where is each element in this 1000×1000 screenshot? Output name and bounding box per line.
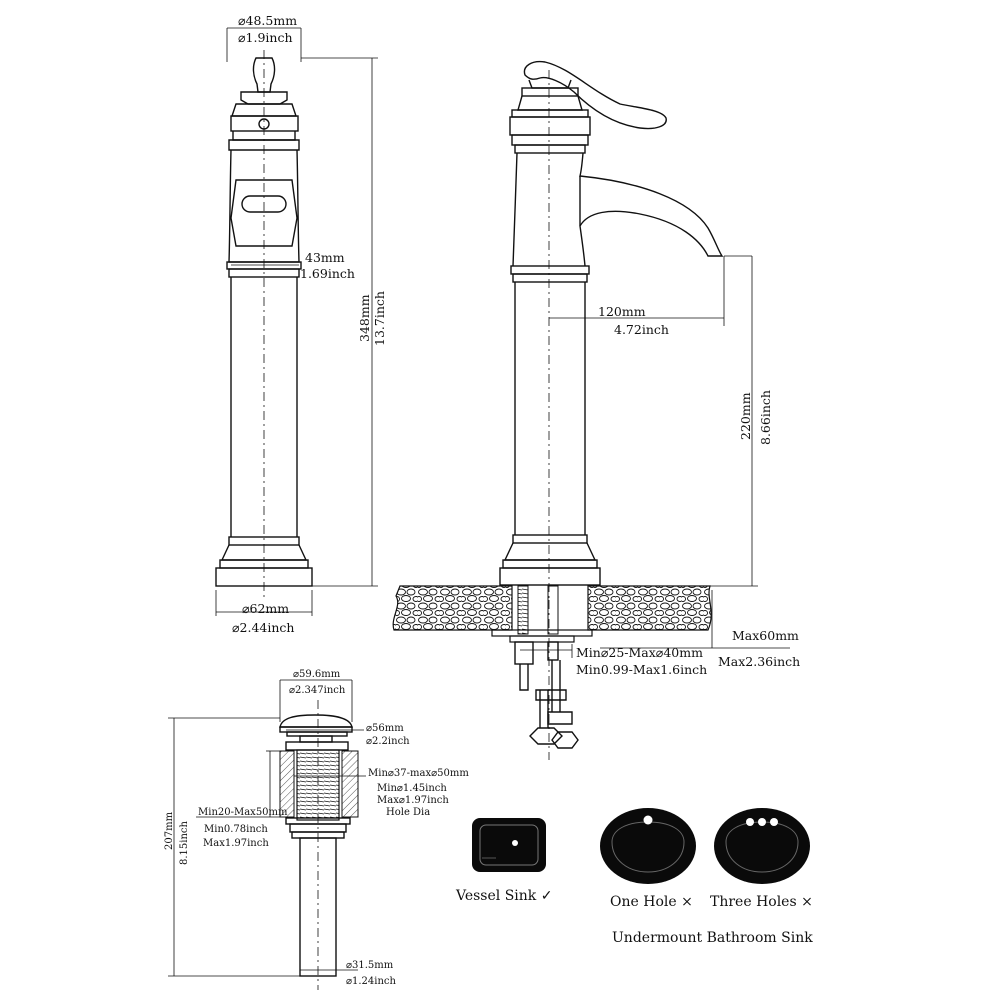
drain-height-dim: 207mm 8.15inch [164,717,300,977]
drain-cap-dim: ⌀59.6mm ⌀2.347inch [279,669,353,722]
spout-height-mm-label: 220mm [738,392,753,440]
deck-max-in-label: Max2.36inch [718,654,800,669]
base-dia-mm-label: ⌀62mm [242,601,289,616]
neck-in-label: 1.69inch [300,266,355,281]
spout-height-in-label: 8.66inch [758,390,773,445]
undermount-label: Undermount Bathroom Sink [612,930,813,946]
base-dia-in-label: ⌀2.44inch [232,620,294,635]
faucet-side-view [499,60,724,600]
side-deck-thickness-dim: Max60mm Max2.36inch [600,590,800,669]
drain-height-mm-label: 207mm [164,811,175,850]
reach-in-label: 4.72inch [614,322,669,337]
neck-mm-label: 43mm [305,250,345,265]
cap-dia-mm-label: ⌀59.6mm [293,669,341,680]
front-top-diameter-dim: ⌀48.5mm ⌀1.9inch [226,13,302,62]
flange-dia-mm-label: ⌀56mm [366,723,404,734]
height-in-label: 13.7inch [372,291,387,346]
hole-max-in-label: Max⌀1.97inch [377,795,449,806]
thickness-min-in-label: Min0.78inch [204,824,268,835]
thickness-mm-label: Min20-Max50mm [198,807,288,818]
drain-pipe-dim: ⌀31.5mm ⌀1.24inch [300,960,397,987]
thickness-max-in-label: Max1.97inch [203,838,269,849]
pipe-dia-mm-label: ⌀31.5mm [346,960,394,971]
drain-flange-dim: ⌀56mm ⌀2.2inch [286,723,410,747]
faucet-front-view [215,50,313,600]
countertop-section [392,585,712,760]
drain-height-in-label: 8.15inch [179,820,190,865]
top-dia-in-label: ⌀1.9inch [238,30,293,45]
front-neck-dim: 43mm 1.69inch [231,250,355,281]
one-hole-label: One Hole × [610,894,693,910]
pop-up-drain [279,700,359,990]
hole-range-in-label: Min0.99-Max1.6inch [576,662,707,677]
vessel-sink-icon [472,818,546,872]
hole-range-mm-label: Min⌀37-max⌀50mm [368,768,469,779]
top-dia-mm-label: ⌀48.5mm [238,13,297,28]
pipe-dia-in-label: ⌀1.24inch [346,976,397,987]
side-hole-range-dim: Min⌀25-Max⌀40mm Min0.99-Max1.6inch [520,644,707,677]
front-height-dim: 348mm 13.7inch [301,57,387,587]
one-hole-sink-icon [600,808,696,884]
reach-mm-label: 120mm [598,304,646,319]
hole-range-mm-label: Min⌀25-Max⌀40mm [576,645,703,660]
side-spout-height-dim: 220mm 8.66inch [710,256,773,587]
vessel-sink-label: Vessel Sink ✓ [455,888,552,904]
height-mm-label: 348mm [357,294,372,342]
three-holes-label: Three Holes × [710,894,813,910]
three-holes-sink-icon [714,808,810,884]
drain-hole-dim: Min⌀37-max⌀50mm Min⌀1.45inch Max⌀1.97inc… [294,768,469,818]
hole-min-in-label: Min⌀1.45inch [377,783,447,794]
side-reach-dim: 120mm 4.72inch [549,255,752,337]
deck-max-mm-label: Max60mm [732,628,799,643]
front-base-dim: ⌀62mm ⌀2.44inch [215,590,313,635]
drain-thickness-dim: Min20-Max50mm Min0.78inch Max1.97inch [196,750,288,849]
hole-dia-label: Hole Dia [386,807,430,818]
flange-dia-in-label: ⌀2.2inch [366,736,410,747]
cap-dia-in-label: ⌀2.347inch [289,685,346,696]
